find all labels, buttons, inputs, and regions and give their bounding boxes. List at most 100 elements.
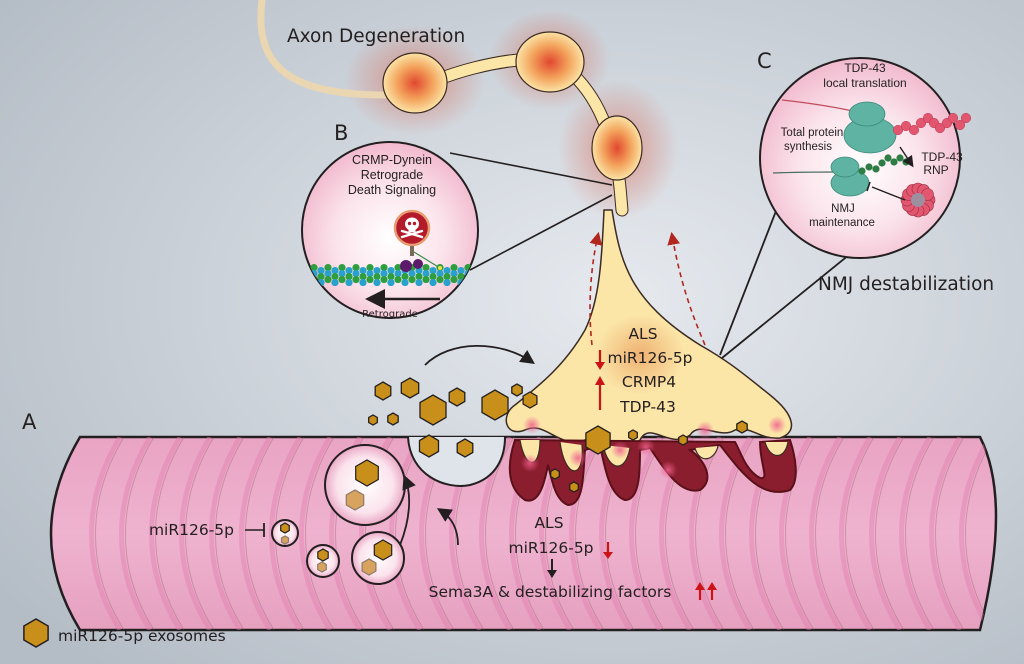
- exosome-hexagon-icon: [456, 438, 474, 458]
- tubulin-subunit: [387, 278, 395, 287]
- striation: [89, 437, 123, 630]
- tubulin-subunit: [457, 266, 465, 275]
- striation: [209, 437, 243, 630]
- arrow-down-icon: [595, 350, 605, 370]
- exosome-hexagon-icon: [585, 425, 611, 455]
- tubulin-subunit: [359, 272, 367, 281]
- striation: [95, 437, 125, 630]
- secretion-arrow: [436, 508, 459, 546]
- tubulin-subunit: [380, 263, 388, 272]
- tubulin-subunit: [331, 266, 339, 275]
- release-dot: [611, 441, 629, 459]
- inset-c-connector: [721, 249, 856, 359]
- microtubule: [302, 263, 478, 287]
- striation: [935, 437, 965, 630]
- tubulin-subunit: [443, 272, 451, 281]
- tubulin-subunit: [429, 272, 437, 281]
- striation: [485, 437, 515, 630]
- tubulin-subunit: [429, 278, 437, 287]
- inset-c: TDP-43 local translation Total protein s…: [759, 57, 972, 259]
- tubulin-subunit: [422, 269, 430, 278]
- tubulin-subunit: [338, 263, 346, 272]
- tubulin-subunit: [450, 263, 458, 272]
- striation: [119, 437, 153, 630]
- release-dot: [696, 421, 714, 439]
- exosome-hexagon-icon: [23, 618, 49, 648]
- tubulin-subunit: [359, 278, 367, 287]
- tubulin-subunit: [401, 272, 409, 281]
- tubulin-subunit: [359, 266, 367, 275]
- tubulin-subunit: [331, 272, 339, 281]
- striation: [695, 437, 725, 630]
- striation: [905, 437, 935, 630]
- tubulin-subunit: [450, 275, 458, 284]
- total-protein-label: synthesis: [784, 141, 832, 153]
- tubulin-subunit: [443, 278, 451, 287]
- exosome-hexagon-icon: [448, 387, 466, 407]
- exosome-hexagon-icon: [280, 535, 290, 545]
- panel-label-a: A: [22, 410, 37, 434]
- release-dot: [521, 454, 539, 472]
- axon-swelling: [382, 52, 448, 114]
- striation: [959, 437, 993, 630]
- amino-acid: [892, 124, 904, 136]
- striation: [965, 437, 995, 630]
- inset-b-connector: [449, 152, 613, 186]
- rnp-label: TDP-43: [921, 150, 963, 164]
- nmj-destabilization-label: NMJ destabilization: [818, 274, 994, 295]
- tubulin-subunit: [422, 275, 430, 284]
- legend-label: miR126-5p exosomes: [58, 627, 226, 645]
- inhibition-mir-label: miR126-5p: [149, 521, 234, 539]
- amino-acid: [884, 154, 892, 162]
- exosome-cluster: [368, 377, 748, 493]
- legend: miR126-5p exosomes: [23, 618, 226, 648]
- amino-acid: [865, 163, 873, 171]
- inhibition-icon: [245, 523, 265, 537]
- striation: [575, 437, 605, 630]
- retrograde-label: Retrograde: [362, 309, 418, 320]
- tubulin-subunit: [373, 266, 381, 275]
- terminal-tdp43-label: TDP-43: [619, 398, 676, 416]
- nmj-maintenance-label: NMJ: [831, 203, 855, 215]
- exosome-hexagon-icon: [550, 468, 560, 480]
- sema3a-label: Sema3A & destabilizing factors: [429, 583, 672, 601]
- exosome-hexagon-icon: [280, 522, 290, 534]
- tubulin-subunit: [352, 275, 360, 284]
- tubulin-subunit: [373, 272, 381, 281]
- tubulin-subunit: [394, 263, 402, 272]
- tubulin-subunit: [401, 278, 409, 287]
- tubulin-subunit: [450, 269, 458, 278]
- striation: [239, 437, 273, 630]
- striation: [125, 437, 155, 630]
- tubulin-subunit: [317, 272, 325, 281]
- striation: [845, 437, 875, 630]
- tubulin-subunit: [415, 278, 423, 287]
- exosome-hexagon-icon: [481, 389, 509, 421]
- tubulin-subunit: [443, 266, 451, 275]
- striation: [869, 437, 903, 630]
- tubulin-subunit: [429, 266, 437, 275]
- striation: [305, 437, 335, 630]
- exosome-hexagon-icon: [361, 558, 377, 576]
- amino-acid: [872, 165, 880, 173]
- transfer-arrow: [424, 344, 535, 366]
- exosome-hexagon-icon: [522, 391, 538, 409]
- amino-acid: [954, 119, 966, 131]
- tubulin-subunit: [408, 269, 416, 278]
- tubulin-subunit: [394, 275, 402, 284]
- tubulin-subunit: [345, 272, 353, 281]
- amino-acid: [908, 124, 920, 136]
- exosome-hexagon-icon: [373, 539, 393, 561]
- exosome-hexagon-icon: [569, 481, 579, 493]
- axon-tail: [257, 0, 389, 99]
- tubulin-subunit: [408, 275, 416, 284]
- terminal-condition-label: ALS: [628, 325, 657, 343]
- striation: [785, 437, 815, 630]
- striation: [179, 437, 213, 630]
- tubulin-subunit: [366, 269, 374, 278]
- striation: [635, 437, 665, 630]
- inset-c-title-line: local translation: [823, 76, 906, 90]
- panel-label-b: B: [334, 121, 348, 145]
- striation: [689, 437, 723, 630]
